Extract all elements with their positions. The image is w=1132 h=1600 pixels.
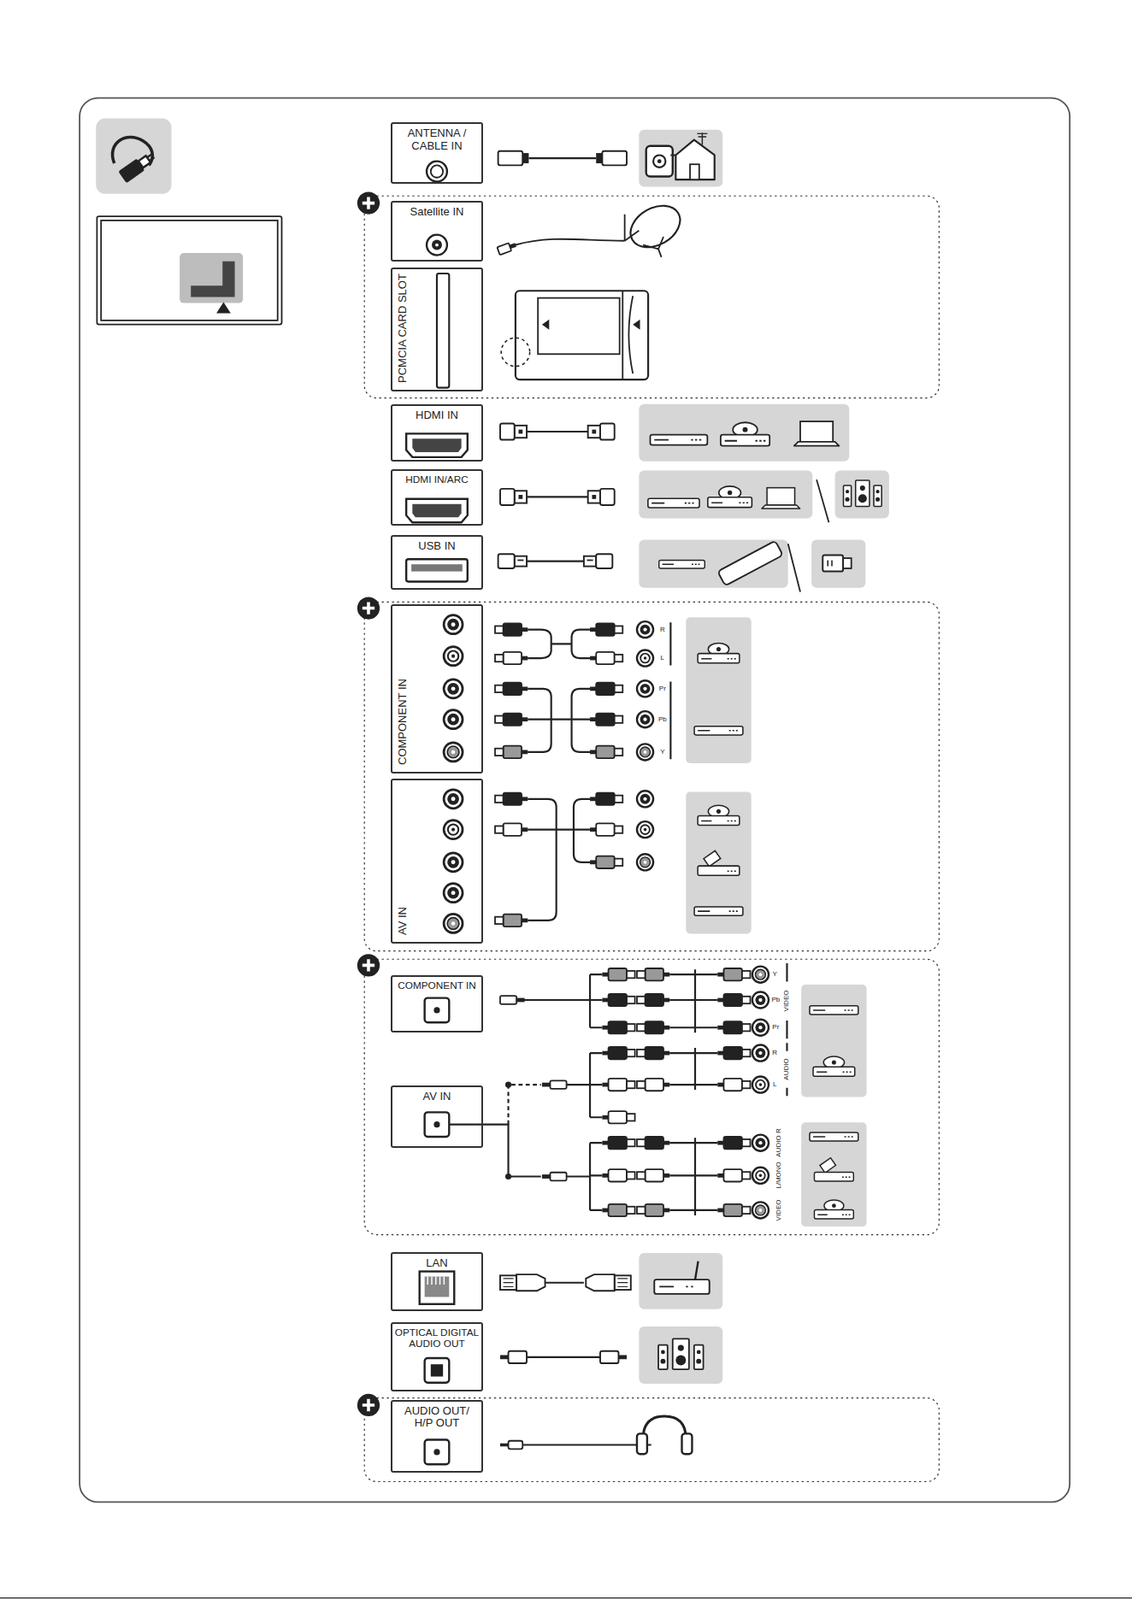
pin-label: R bbox=[771, 1049, 779, 1057]
port-label: Satellite IN bbox=[394, 206, 480, 219]
pin-label: VIDEO bbox=[775, 1198, 783, 1222]
port-box: AV IN bbox=[390, 778, 483, 944]
port-box: Satellite IN bbox=[390, 200, 483, 261]
port-label: USB IN bbox=[394, 540, 480, 553]
port-box: USB IN bbox=[390, 535, 483, 590]
port-box: COMPONENT IN bbox=[390, 604, 483, 774]
port-label: AUDIO OUT/ H/P OUT bbox=[398, 1405, 476, 1431]
pin-label: R bbox=[659, 626, 667, 634]
port-box: ANTENNA / CABLE IN bbox=[390, 122, 483, 184]
port-label: AV IN bbox=[394, 1090, 480, 1103]
port-label: AV IN bbox=[396, 907, 409, 936]
port-label: COMPONENT IN bbox=[393, 980, 481, 992]
port-label: HDMI IN/ARC bbox=[393, 474, 481, 486]
pin-label: VIDEO bbox=[783, 990, 791, 1014]
port-label: COMPONENT IN bbox=[396, 678, 409, 766]
pin-label: AUDIO bbox=[783, 1058, 791, 1082]
pin-label: Pb bbox=[770, 996, 781, 1004]
pin-label: L bbox=[772, 1081, 778, 1089]
port-label: OPTICAL DIGITAL AUDIO OUT bbox=[393, 1327, 481, 1351]
port-label: LAN bbox=[394, 1257, 480, 1270]
port-box: AUDIO OUT/ H/P OUT bbox=[390, 1400, 483, 1474]
pin-label: AUDIO R bbox=[775, 1127, 783, 1158]
port-label: ANTENNA / CABLE IN bbox=[397, 127, 477, 153]
port-box: COMPONENT IN bbox=[390, 975, 483, 1033]
pin-label: Y bbox=[771, 971, 778, 979]
pin-label: L bbox=[660, 654, 666, 662]
pin-label: L/MONO bbox=[775, 1161, 783, 1191]
port-label: HDMI IN bbox=[394, 409, 480, 422]
port-box: PCMCIA CARD SLOT bbox=[390, 267, 483, 393]
port-box: OPTICAL DIGITAL AUDIO OUT bbox=[390, 1322, 483, 1392]
port-box: LAN bbox=[390, 1252, 483, 1312]
port-box: AV IN bbox=[390, 1085, 483, 1149]
pin-label: Y bbox=[659, 748, 666, 756]
pin-label: Pb bbox=[657, 716, 668, 724]
pin-label: Pr bbox=[771, 1024, 780, 1032]
port-box: HDMI IN bbox=[390, 404, 483, 462]
port-label: PCMCIA CARD SLOT bbox=[396, 274, 409, 384]
port-box: HDMI IN/ARC bbox=[390, 469, 483, 526]
pin-label: Pr bbox=[658, 685, 667, 693]
